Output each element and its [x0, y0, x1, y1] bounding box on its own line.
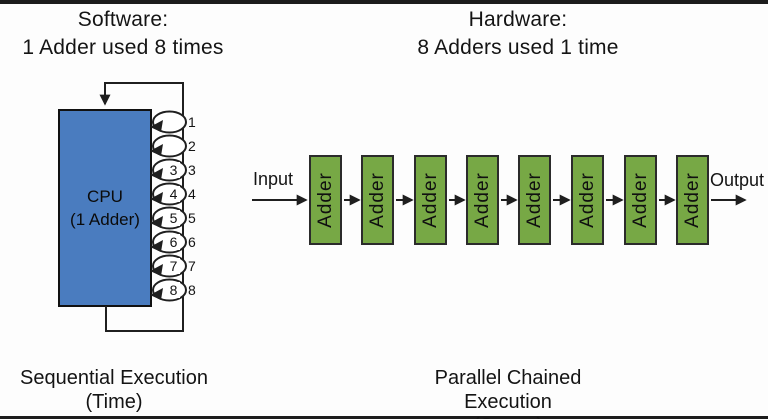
adder-label: Adder — [419, 172, 441, 228]
loop-inner-number: 4 — [170, 186, 178, 202]
loop-arrow: 2 — [150, 134, 196, 158]
hardware-caption-line2: (Space) — [388, 414, 628, 419]
adder-box: Adder — [361, 155, 394, 245]
loop-arrow: 1 — [150, 110, 196, 134]
loop-inner-number: 6 — [170, 234, 178, 250]
adder-box: Adder — [466, 155, 499, 245]
loop-number: 2 — [188, 138, 196, 154]
loop-number: 3 — [188, 162, 196, 178]
adder-label: Adder — [523, 172, 545, 228]
hardware-title: Hardware: 8 Adders used 1 time — [398, 6, 638, 62]
software-title-line1: Software: — [77, 8, 169, 31]
adder-box: Adder — [518, 155, 551, 245]
software-caption-line2: (Time) — [85, 391, 143, 413]
software-caption-line1: Sequential Execution — [20, 367, 208, 389]
loop-inner-number: 5 — [170, 210, 178, 226]
loop-number: 5 — [188, 210, 196, 226]
adder-label: Adder — [629, 172, 651, 228]
software-title-line2: 1 Adder used 8 times — [22, 36, 224, 59]
loop-number: 7 — [188, 258, 196, 274]
adder-box: Adder — [571, 155, 604, 245]
adder-box: Adder — [309, 155, 342, 245]
adder-label: Adder — [366, 172, 388, 228]
loop-inner-number: 8 — [170, 282, 178, 298]
hardware-title-line2: 8 Adders used 1 time — [417, 36, 619, 59]
hardware-title-line1: Hardware: — [468, 8, 568, 31]
adder-box: Adder — [676, 155, 709, 245]
cpu-label-line2: (1 Adder) — [70, 210, 140, 229]
cpu-box: CPU (1 Adder) — [58, 109, 152, 307]
bottom-edge-bar — [0, 416, 768, 419]
loop-inner-number: 3 — [170, 162, 178, 178]
adder-label: Adder — [681, 172, 703, 228]
software-title: Software: 1 Adder used 8 times — [10, 6, 236, 62]
loop-number: 8 — [188, 282, 196, 298]
top-edge-bar — [0, 0, 768, 4]
loop-number: 6 — [188, 234, 196, 250]
loop-number: 1 — [188, 114, 196, 130]
software-caption: Sequential Execution (Time) — [13, 366, 215, 414]
adder-box: Adder — [624, 155, 657, 245]
adder-label: Adder — [314, 172, 336, 228]
output-label: Output — [709, 170, 765, 190]
input-label: Input — [252, 169, 294, 189]
adder-box: Adder — [414, 155, 447, 245]
loop-number: 4 — [188, 186, 196, 202]
adder-label: Adder — [471, 172, 493, 228]
loop-inner-number: 7 — [170, 258, 178, 274]
hardware-caption-line1: Parallel Chained Execution — [434, 367, 582, 413]
cpu-label-line1: CPU — [87, 187, 123, 206]
adder-label: Adder — [576, 172, 598, 228]
hardware-caption: Parallel Chained Execution (Space) — [388, 366, 628, 419]
